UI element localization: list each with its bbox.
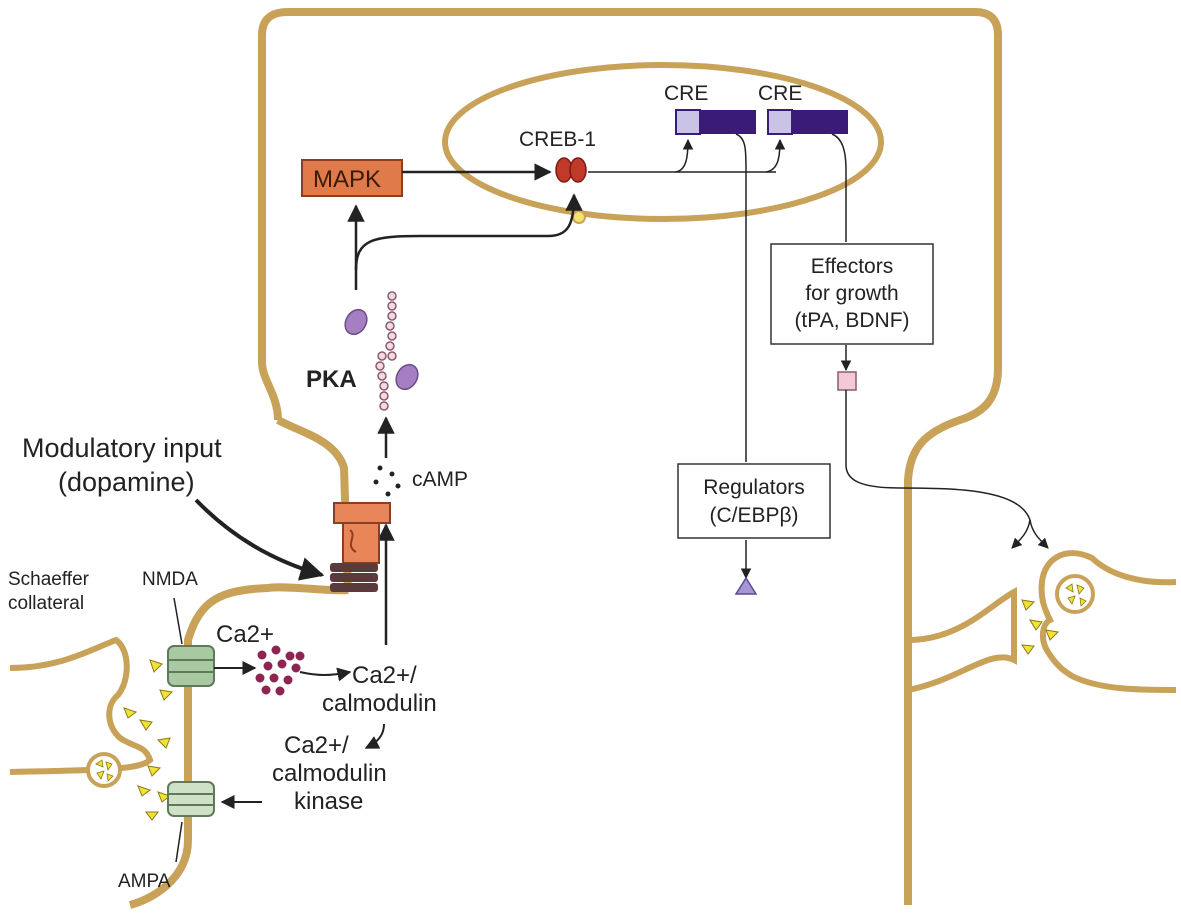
creb-to-cre1-arrow [675,138,694,173]
kinase-label-2: calmodulin [272,760,387,787]
pka-catalytic-subunit-1 [344,308,368,336]
calcium-label: Ca2+ [216,621,274,648]
regulator-product-triangle [734,576,758,595]
modulatory-input-label-2: (dopamine) [58,467,195,497]
nmda-pointer [173,597,183,645]
ca-calmodulin-label-2: calmodulin [322,690,437,717]
synaptic-vesicle-right [1055,574,1095,614]
effectors-label-1: Effectors [811,255,893,278]
regulators-box [677,463,831,539]
right-presynaptic-terminal [1038,550,1177,693]
glutamate-left-cleft [123,659,174,821]
calmodulin-to-kinase-arrow [364,723,385,749]
glutamate-right-cleft [1021,599,1060,655]
effector-to-synapse-arrow [845,390,1031,521]
schaeffer-label-2: collateral [8,593,84,614]
schaeffer-terminal-membrane [9,636,154,775]
right-postsynaptic-spine [907,586,1017,693]
ampa-pointer [175,821,183,863]
ampa-receptor [167,781,215,817]
pka-catalytic-subunit-2 [395,363,419,391]
dopamine-receptor [330,502,391,592]
cre-gene-2 [767,109,848,135]
vesicle-contents-left [95,759,114,782]
ampa-label: AMPA [118,871,171,892]
effectors-label-3: (tPA, BDNF) [794,309,909,332]
creb-1-dimer [555,157,587,183]
ca-calmodulin-label-1: Ca2+/ [352,662,417,689]
calcium-to-calmodulin-arrow [299,667,352,682]
effectors-box [770,243,934,345]
neuron-membrane [258,8,1002,905]
pka-to-creb-arrow [354,193,583,271]
kinase-label-1: Ca2+/ [284,732,349,759]
effector-split-right [1029,519,1049,549]
nmda-receptor [167,645,215,687]
vesicle-contents-right [1065,583,1087,607]
pka-label: PKA [306,366,357,393]
cre-label-1: CRE [664,82,708,105]
regulators-label-1: Regulators [703,476,805,499]
schaeffer-label-1: Schaeffer [8,569,90,590]
schaeffer-cleft-notch [116,640,150,800]
nmda-label: NMDA [142,569,198,590]
effectors-label-2: for growth [805,282,898,305]
camp-molecules [373,465,401,497]
camp-label: cAMP [412,468,468,491]
regulators-label-2: (C/EBPβ) [709,504,798,527]
neuron-membrane-left-neck [276,416,352,591]
creb-to-cre2-arrow [765,138,786,173]
mapk-box [301,159,403,197]
effector-product-square [837,371,857,391]
nucleus [442,62,884,222]
synaptic-vesicle-left [86,752,122,788]
mapk-label: MAPK [313,166,381,193]
modulatory-input-label-1: Modulatory input [22,433,222,463]
spine-membrane [128,583,349,909]
nuclear-pore [572,210,586,224]
cre2-to-effectors-line [831,133,847,242]
effector-split-left [1011,519,1031,549]
calcium-ions [255,645,305,696]
cre-gene-1 [675,109,756,135]
cre1-to-regulators-line [735,133,747,462]
creb-label: CREB-1 [519,128,596,151]
cre-label-2: CRE [758,82,802,105]
kinase-label-3: kinase [294,788,363,815]
dopamine-input-arrow [194,498,325,581]
pka-regulatory-subunits [375,291,397,411]
